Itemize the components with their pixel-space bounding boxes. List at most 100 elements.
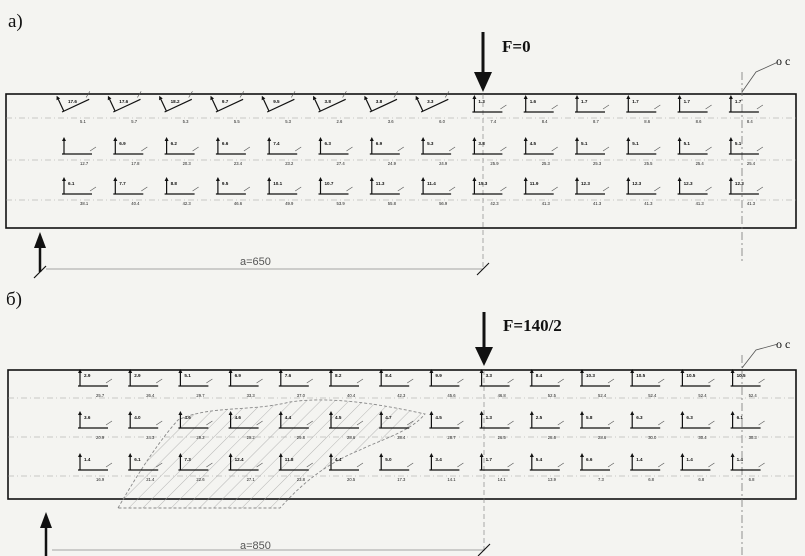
stress-value-top: 3.8	[376, 99, 383, 104]
panel-a-label: а)	[8, 11, 23, 32]
stress-value-top: 8.8	[171, 181, 178, 186]
panel-b: б) F=140/2 о с	[6, 289, 797, 556]
panel-a: а) F=0 о с	[5, 11, 797, 279]
stress-value-bottom: 28.6	[598, 435, 607, 440]
stress-value-bottom: 46.8	[498, 393, 507, 398]
stress-value-top: 11.8	[285, 457, 294, 462]
stress-value-top: 1.7	[486, 457, 493, 462]
stress-mark: 6.623.4	[215, 137, 251, 166]
horizontal-stress-line	[113, 98, 141, 113]
stress-value-top: 9.7	[222, 99, 229, 104]
stress-mark: 12.427.1	[228, 453, 263, 482]
stress-mark: 11.456.9	[421, 177, 456, 206]
stress-arrowhead	[580, 411, 584, 415]
stress-value-top: 5.3	[427, 141, 434, 146]
stress-arrowhead	[630, 369, 635, 373]
stress-diagonal	[156, 378, 163, 384]
stress-value-bottom: 16.9	[96, 477, 105, 482]
stress-value-bottom: 7.4	[490, 119, 496, 124]
stress-arrowhead	[529, 369, 534, 373]
stress-value-bottom: 20.9	[96, 435, 105, 440]
stress-mark: 4.525.3	[523, 137, 558, 166]
stress-value-top: 12.3	[632, 181, 641, 186]
stress-arrowhead	[580, 369, 584, 373]
stress-value-top: 10.5	[636, 373, 645, 378]
stress-diagonal	[206, 420, 213, 426]
panel-b-axis-label: о с	[776, 337, 790, 351]
stress-value-bottom: 27.1	[247, 477, 256, 482]
stress-diagonal	[356, 378, 364, 384]
stress-mark: 6.138.1	[62, 177, 97, 206]
stress-mark: 6.6 7.3	[580, 453, 615, 482]
stress-mark: 6.220.3	[164, 137, 199, 166]
stress-value-bottom: 25.4	[696, 161, 705, 166]
stress-mark: 4.629.2	[178, 411, 213, 440]
stress-mark: 2.926.4	[128, 369, 163, 398]
stress-mark: 9.945.6	[429, 369, 464, 398]
vertical-stress-line	[57, 99, 65, 112]
stress-diagonal	[602, 186, 610, 192]
stress-mark: 6.330.4	[680, 411, 715, 440]
stress-diagonal	[105, 420, 113, 426]
stress-value-top: 12.3	[735, 181, 744, 186]
stress-value-top: 10.5	[686, 373, 695, 378]
stress-diagonal	[756, 104, 764, 110]
stress-arrowhead	[421, 137, 426, 141]
stress-arrowhead	[680, 411, 685, 415]
stress-diagonal	[306, 462, 313, 468]
stress-value-top: 4.4	[285, 415, 292, 420]
stress-mark: 1.37.4	[472, 95, 507, 124]
stress-value-bottom: 8.7	[593, 119, 599, 124]
stress-value-top: 4.0	[134, 415, 141, 420]
stress-arrowhead	[472, 95, 477, 99]
stress-value-bottom: 40.4	[131, 201, 140, 206]
stress-arrowhead	[479, 453, 484, 457]
stress-diagonal	[243, 146, 251, 152]
stress-value-top: 15.3	[478, 181, 487, 186]
stress-value-top: 7.7	[119, 181, 126, 186]
stress-value-top: 6.9	[235, 373, 242, 378]
stress-diagonal	[507, 378, 514, 384]
stress-diagonal	[551, 186, 558, 192]
stress-diagonal	[192, 186, 199, 192]
stress-value-bottom: 28.7	[447, 435, 456, 440]
stress-value-bottom: 25.7	[96, 393, 105, 398]
panel-b-dimension-label: a=850	[240, 540, 271, 552]
stress-value-top: 1.7	[684, 99, 691, 104]
stress-value-top: 5.1	[735, 141, 742, 146]
stress-value-top: 8.4	[536, 373, 543, 378]
stress-mark: 1.714.1	[479, 453, 514, 482]
stress-value-bottom: 3.6	[388, 119, 394, 124]
stress-diagonal	[295, 186, 302, 192]
stress-mark: 2.925.7	[78, 369, 113, 398]
panel-a-dimension-label: a=650	[240, 256, 271, 268]
stress-mark: 3.36.0	[415, 91, 450, 124]
stress-value-bottom: 52.5	[548, 393, 557, 398]
stress-arrowhead	[677, 137, 682, 141]
horizontal-stress-line	[215, 98, 244, 113]
stress-value-top: 17.6	[119, 99, 128, 104]
stress-arrowhead	[523, 95, 528, 99]
stress-value-top: 6.6	[586, 457, 593, 462]
stress-mark: 3.620.9	[78, 411, 113, 440]
stress-value-top: 12.3	[684, 181, 693, 186]
stress-diagonal	[397, 146, 404, 152]
stress-value-bottom: 7.3	[598, 477, 604, 482]
stress-value-top: 3.3	[486, 373, 493, 378]
stress-arrowhead	[415, 95, 420, 101]
stress-mark: 2.528.6	[529, 411, 564, 440]
stress-diagonal	[708, 378, 715, 384]
stress-diagonal	[654, 104, 661, 110]
panel-a-axis-leader	[741, 61, 779, 93]
stress-diagonal	[156, 420, 163, 426]
stress-value-top: 8.4	[385, 373, 392, 378]
stress-arrowhead	[626, 137, 631, 141]
stress-value-bottom: 25.4	[747, 161, 756, 166]
stress-value-bottom: 38.1	[80, 201, 89, 206]
stress-value-top: 4.5	[435, 415, 442, 420]
stress-diagonal	[448, 186, 456, 192]
stress-value-bottom: 8.6	[644, 119, 650, 124]
stress-mark: 8.442.3	[379, 369, 414, 398]
stress-arrowhead	[575, 95, 579, 99]
stress-arrowhead	[78, 453, 82, 457]
